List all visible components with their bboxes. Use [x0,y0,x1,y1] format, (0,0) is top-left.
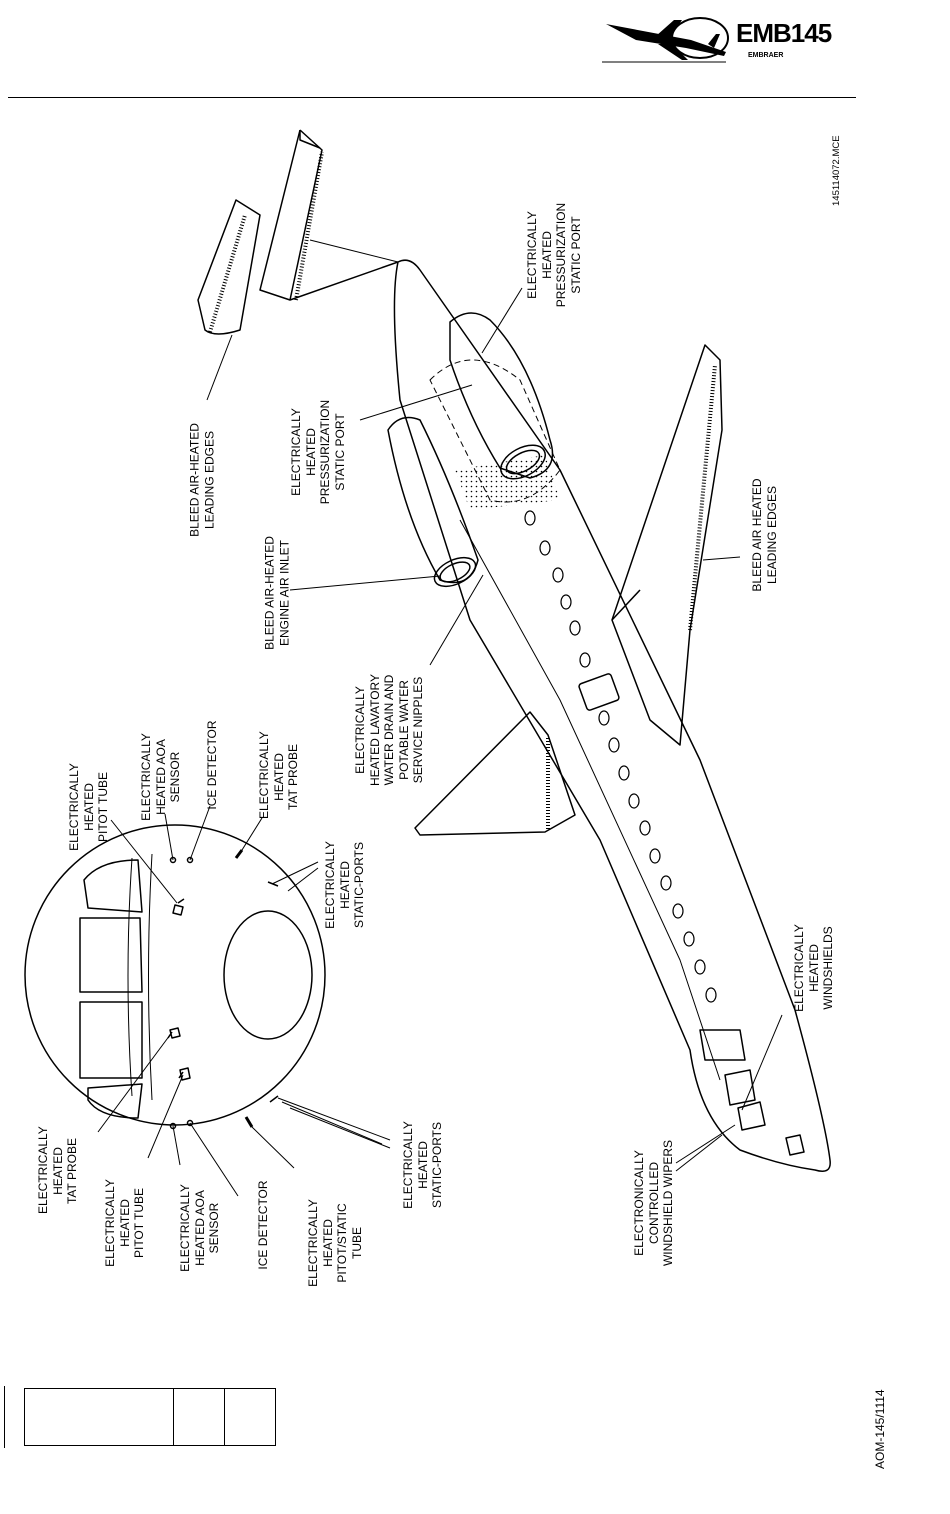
label-pressurization-port-upper: ELECTRICALLY HEATED PRESSURIZATION STATI… [525,202,583,308]
revision-box [24,1388,276,1446]
wing-right [611,344,723,746]
logo-model: EMB145 [736,18,832,48]
label-static-top: ELECTRICALLY HEATED STATIC-PORTS [323,841,366,929]
label-engine-inlet: BLEED AIR-HEATED ENGINE AIR INLET [262,536,292,650]
label-aoa-top: ELECTRICALLY HEATED AOA SENSOR [139,733,182,821]
label-pitot-bottom: ELECTRICALLY HEATED PITOT TUBE [103,1179,146,1267]
label-bleed-tail: BLEED AIR-HEATED LEADING EDGES [187,423,217,537]
vertical-tail [259,129,399,301]
nose-detail-circle [24,824,326,1126]
label-tat-bottom: ELECTRICALLY HEATED TAT PROBE [36,1126,79,1214]
embraer-logo: EMB145 EMBRAER [596,10,846,70]
label-pressurization-port-lower: ELECTRICALLY HEATED PRESSURIZATION STATI… [289,399,347,505]
wing-left [414,711,576,836]
document-code: AOM-145/1114 [873,1389,887,1469]
cabin-windows [524,510,717,1003]
horizontal-tail [197,199,261,335]
figure-code: 145114072.MCE [831,135,842,206]
label-wing-leading-edges: BLEED AIR HEATED LEADING EDGES [750,478,779,592]
engine-right [449,312,554,479]
label-windshields: ELECTRICALLY HEATED WINDSHIELDS [792,924,835,1012]
fuselage [393,259,831,1172]
label-tat-top: ELECTRICALLY HEATED TAT PROBE [257,731,300,819]
logo-maker: EMBRAER [748,52,784,59]
label-wipers: ELECTRONICALLY CONTROLLED WINDSHIELD WIP… [632,1140,675,1267]
engine-left [387,416,479,584]
label-lavatory-drain: ELECTRICALLY HEATED LAVATORY WATER DRAIN… [353,673,425,787]
label-static-bottom: ELECTRICALLY HEATED STATIC-PORTS [401,1121,444,1209]
header-rule [8,97,856,98]
revision-bar [4,1386,5,1448]
revision-box-divider [224,1389,225,1445]
revision-box-divider [173,1389,174,1445]
label-ice-bottom: ICE DETECTOR [256,1180,270,1270]
aircraft-logo-icon [602,17,729,63]
label-pitot-top: ELECTRICALLY HEATED PITOT TUBE [67,763,110,851]
label-pitot-static: ELECTRICALLY HEATED PITOT/STATIC TUBE [306,1199,364,1287]
label-aoa-bottom: ELECTRICALLY HEATED AOA SENSOR [178,1184,221,1272]
label-ice-top: ICE DETECTOR [205,720,219,810]
